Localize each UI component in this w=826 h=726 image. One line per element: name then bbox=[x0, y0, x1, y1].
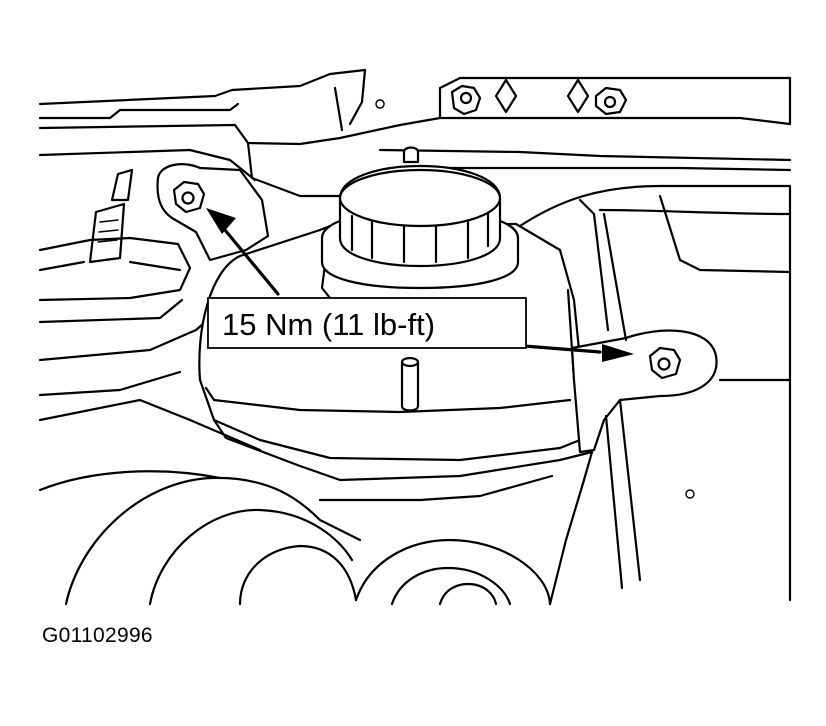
torque-label: 15 Nm (11 lb-ft) bbox=[222, 307, 435, 342]
torque-callout: 15 Nm (11 lb-ft) bbox=[207, 297, 527, 349]
torque-leader-lines bbox=[206, 208, 634, 362]
lower-intake-duct bbox=[38, 398, 594, 606]
upper-mounting-bolts bbox=[450, 78, 628, 116]
right-mounting-flange bbox=[570, 329, 718, 454]
arrowhead-left-bolt bbox=[206, 208, 236, 234]
right-frame-rails bbox=[518, 184, 792, 602]
arrowhead-right-bolt bbox=[602, 344, 634, 362]
figure-id-label: G01102996 bbox=[42, 624, 153, 647]
left-hose-connector bbox=[38, 168, 212, 397]
cowl-panel bbox=[38, 68, 792, 198]
coolant-reservoir bbox=[198, 146, 594, 482]
torque-callout-box bbox=[207, 297, 527, 349]
